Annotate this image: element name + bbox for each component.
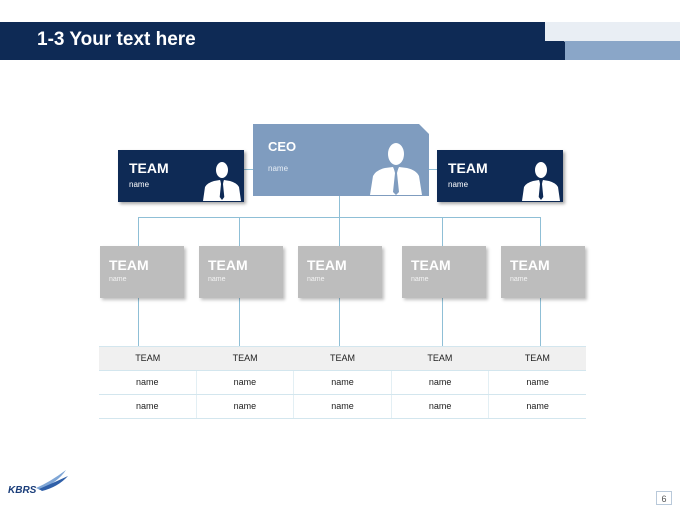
table-cell: name [195, 371, 294, 394]
team-box-3: TEAM name [298, 246, 382, 298]
table-row: name name name name name [99, 371, 586, 395]
team-title: TEAM [129, 160, 169, 176]
team-subtitle: name [510, 276, 528, 283]
connector-table-2 [239, 298, 240, 346]
connector-table-1 [138, 298, 139, 346]
connector-ceo-down [339, 196, 340, 217]
connector-drop-5 [540, 217, 541, 246]
team-title: TEAM [109, 257, 149, 273]
connector-drop-2 [239, 217, 240, 246]
team-box-2: TEAM name [199, 246, 283, 298]
team-subtitle: name [411, 276, 429, 283]
table-cell: name [390, 395, 489, 418]
page-number: 6 [656, 491, 672, 505]
connector-drop-4 [442, 217, 443, 246]
ceo-subtitle: name [268, 164, 289, 173]
team-subtitle: name [129, 180, 150, 189]
ceo-title: CEO [268, 139, 297, 154]
table-cell: name [390, 371, 489, 394]
team-box-top-left: TEAM name [118, 150, 244, 202]
person-icon [370, 143, 422, 195]
header-band [0, 22, 565, 60]
team-box-5: TEAM name [501, 246, 585, 298]
team-title: TEAM [411, 257, 451, 273]
table-cell: name [488, 371, 586, 394]
connector-table-4 [442, 298, 443, 346]
connector-table-5 [540, 298, 541, 346]
header-accent-blue [565, 41, 680, 60]
header-accent-light [545, 22, 680, 41]
svg-text:KBRS: KBRS [8, 485, 37, 496]
connector-right-horizontal [429, 169, 437, 170]
table-header-cell: TEAM [330, 353, 356, 363]
team-subtitle: name [307, 276, 325, 283]
connector-drop-3 [339, 217, 340, 246]
table-cell: name [293, 395, 391, 418]
team-subtitle: name [448, 180, 469, 189]
table-cell: name [195, 395, 294, 418]
table-row: name name name name name [99, 395, 586, 419]
team-box-1: TEAM name [100, 246, 184, 298]
team-subtitle: name [109, 276, 127, 283]
table-cell: name [488, 395, 586, 418]
connector-table-3 [339, 298, 340, 346]
team-title: TEAM [208, 257, 248, 273]
team-box-top-right: TEAM name [437, 150, 563, 202]
team-title: TEAM [307, 257, 347, 273]
table-cell: name [136, 377, 159, 387]
team-title: TEAM [448, 160, 488, 176]
table-header-cell: TEAM [427, 353, 453, 363]
team-subtitle: name [208, 276, 226, 283]
table-cell: name [136, 401, 159, 411]
connector-drop-1 [138, 217, 139, 246]
person-icon [522, 162, 560, 201]
connector-left-horizontal [244, 169, 254, 170]
page-title: 1-3 Your text here [37, 29, 196, 50]
team-table: TEAM TEAM TEAM TEAM TEAM name name name … [99, 346, 586, 419]
table-header-row: TEAM TEAM TEAM TEAM TEAM [99, 346, 586, 371]
table-cell: name [293, 371, 391, 394]
team-title: TEAM [510, 257, 550, 273]
ceo-box: CEO name [253, 124, 429, 196]
team-box-4: TEAM name [402, 246, 486, 298]
kbrs-logo: KBRS [8, 470, 68, 496]
table-header-cell: TEAM [135, 353, 161, 363]
person-icon [203, 162, 241, 201]
table-header-cell: TEAM [524, 353, 550, 363]
table-header-cell: TEAM [232, 353, 258, 363]
